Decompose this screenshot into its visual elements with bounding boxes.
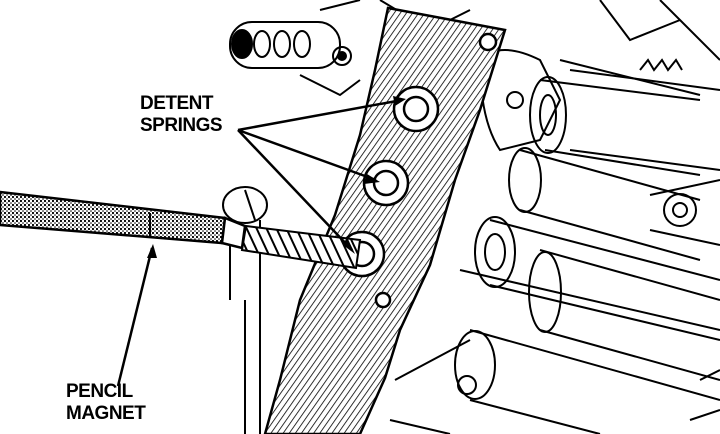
leader-lines bbox=[116, 98, 403, 387]
detent-springs-label: DETENT SPRINGS bbox=[140, 93, 223, 137]
detent-spring bbox=[240, 224, 362, 270]
pencil-magnet-label: PENCIL MAGNET bbox=[66, 381, 146, 425]
detent-springs-label-line1: DETENT bbox=[140, 93, 214, 114]
separator-plate bbox=[263, 6, 507, 434]
pencil-magnet-label-line1: PENCIL bbox=[66, 381, 133, 402]
pencil-magnet bbox=[0, 190, 247, 250]
leader-arrowheads bbox=[147, 96, 406, 258]
pencil-magnet-label-line2: MAGNET bbox=[66, 403, 146, 424]
detent-springs-label-line2: SPRINGS bbox=[140, 115, 223, 136]
valve-body-background bbox=[222, 0, 720, 434]
